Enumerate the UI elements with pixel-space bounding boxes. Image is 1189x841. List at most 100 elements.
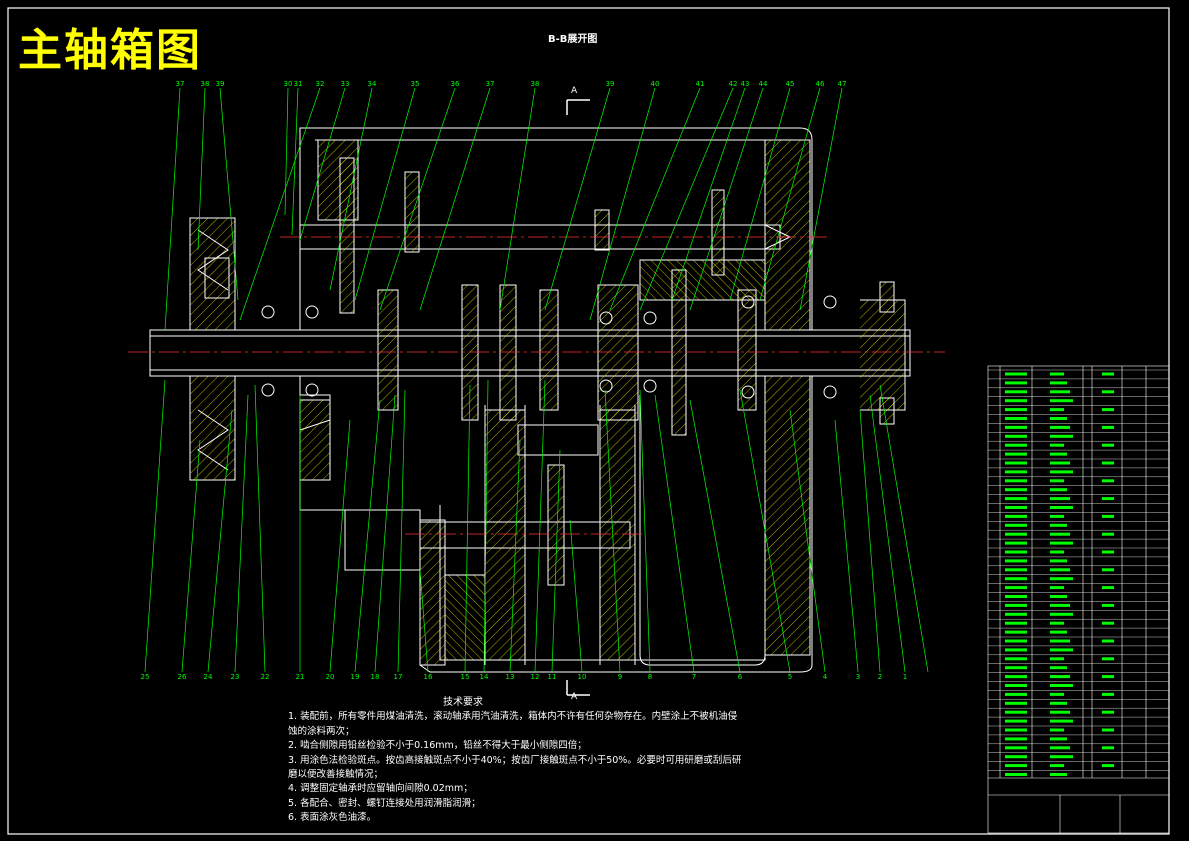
callout-number: 18 — [371, 673, 380, 681]
bom-row-mark — [1102, 746, 1114, 750]
bom-row-mark — [1102, 390, 1114, 394]
bom-row-mark — [1050, 488, 1067, 492]
callout-number: 10 — [578, 673, 587, 681]
bom-row-mark — [1050, 417, 1067, 420]
bom-row-mark — [1050, 497, 1070, 501]
tech-item: 1. 装配前，所有零件用煤油清洗，滚动轴承用汽油清洗，箱体内不许有任何杂物存在。… — [288, 711, 738, 723]
main-spindle — [149, 281, 911, 425]
spindle-gears — [377, 269, 757, 436]
bom-row-mark — [1102, 728, 1114, 732]
bom-row-mark — [1050, 381, 1067, 385]
bom-row-mark — [1050, 719, 1073, 723]
bom-row-mark — [1005, 452, 1027, 456]
bom-row-mark — [1005, 621, 1027, 625]
bom-row-mark — [1005, 479, 1027, 483]
callout-number: 43 — [741, 80, 750, 88]
bom-row-mark — [1050, 728, 1064, 732]
bom-row-mark — [1050, 506, 1073, 509]
callout-number: 14 — [480, 673, 489, 681]
callout-number: 39 — [606, 80, 615, 88]
bom-row-mark — [1050, 755, 1073, 759]
section-mark-bottom: A — [571, 692, 578, 702]
bom-row-mark — [1005, 773, 1027, 776]
callout-number: 13 — [506, 673, 515, 681]
bom-row-mark — [1005, 497, 1027, 501]
bom-row-mark — [1050, 577, 1073, 581]
bom-row-mark — [1102, 514, 1114, 518]
section-mark-top: A — [571, 86, 578, 96]
callout-number: 8 — [648, 673, 652, 681]
bom-row-mark — [1050, 692, 1064, 696]
bom-row-mark — [1050, 621, 1064, 625]
bom-row-mark — [1005, 612, 1027, 616]
tech-item: 蚀的涂料两次； — [288, 725, 355, 737]
bom-row-mark — [1005, 648, 1027, 652]
bom-row-mark — [1050, 372, 1064, 376]
view-title: B-B展开图 — [548, 34, 598, 45]
bom-row-mark — [1005, 443, 1027, 447]
callout-number: 24 — [204, 673, 213, 681]
bom-row-mark — [1005, 372, 1027, 376]
gearbox-housing — [299, 127, 813, 673]
bom-row-mark — [1102, 568, 1114, 572]
bom-row-mark — [1050, 550, 1064, 554]
leader-lines-bottom — [144, 379, 929, 673]
tech-item: 2. 啮合侧隙用铅丝检验不小于0.16mm，铅丝不得大于最小侧隙四倍； — [288, 740, 587, 752]
bom-row-mark — [1005, 523, 1027, 527]
bom-row-mark — [1005, 568, 1027, 572]
bom-row-mark — [1102, 692, 1114, 696]
callout-number: 5 — [788, 673, 792, 681]
bom-row-mark — [1050, 461, 1070, 465]
callout-number: 6 — [738, 673, 743, 681]
bom-row-mark — [1005, 639, 1027, 643]
bom-row-mark — [1050, 773, 1067, 776]
bom-row-mark — [1005, 728, 1027, 732]
callout-number: 12 — [531, 673, 540, 681]
bill-of-materials — [987, 365, 1170, 834]
bom-row-mark — [1050, 701, 1067, 705]
bom-row-mark — [1005, 692, 1027, 696]
callout-number: 26 — [178, 673, 187, 681]
bom-row-mark — [1102, 586, 1114, 590]
bom-row-mark — [1050, 746, 1070, 750]
center-lines — [128, 236, 945, 535]
bom-row-mark — [1102, 675, 1114, 679]
bom-row-mark — [1050, 470, 1073, 474]
bearings — [261, 295, 837, 399]
callout-number: 40 — [651, 80, 660, 88]
bom-row-mark — [1050, 595, 1067, 598]
bom-row-mark — [1050, 514, 1064, 518]
callout-number: 34 — [368, 80, 377, 88]
bom-row-mark — [1102, 443, 1114, 447]
bom-row-mark — [1005, 719, 1027, 723]
lower-shaft — [344, 424, 631, 586]
bom-row-mark — [1005, 514, 1027, 518]
bom-row-mark — [1005, 506, 1027, 509]
callout-number: 46 — [816, 80, 825, 88]
bom-row-mark — [1005, 390, 1027, 394]
bom-row-mark — [1050, 612, 1073, 616]
bom-row-mark — [1102, 532, 1114, 536]
bom-row-mark — [1005, 675, 1027, 679]
bom-row-mark — [1050, 425, 1070, 429]
bom-row-mark — [1102, 639, 1114, 643]
bom-row-mark — [1005, 701, 1027, 705]
section-cut-marks — [566, 99, 590, 696]
bom-row-mark — [1050, 399, 1073, 403]
bom-row-mark — [1050, 586, 1064, 590]
bom-row-mark — [1005, 755, 1027, 759]
callout-number: 37 — [486, 80, 495, 88]
callout-number: 41 — [696, 80, 705, 88]
callout-number: 36 — [451, 80, 460, 88]
callout-number: 2 — [878, 673, 882, 681]
callout-number: 9 — [618, 673, 622, 681]
bom-row-mark — [1005, 470, 1027, 474]
bom-row-mark — [1050, 666, 1067, 670]
callout-number: 1 — [903, 673, 907, 681]
bom-row-mark — [1050, 603, 1070, 607]
bom-row-mark — [1102, 425, 1114, 429]
bom-row-mark — [1102, 479, 1114, 483]
bom-row-mark — [1050, 390, 1070, 394]
